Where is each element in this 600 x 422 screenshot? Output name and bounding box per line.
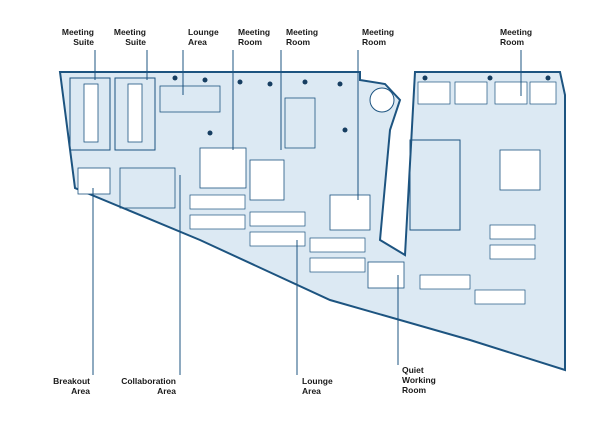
lounge-seating-top [159,85,221,113]
breakout-room [77,167,111,195]
meeting-suite-room-1 [69,77,111,151]
meeting-room-a [199,147,247,189]
quiet-working-room [367,261,405,289]
meeting-room-b [329,194,371,231]
core-east [409,139,461,231]
desk-rows-west [189,194,366,273]
leader-lines [92,50,522,375]
collaboration-room [119,167,176,209]
meeting-suite-room-2 [114,77,156,151]
meeting-table-2 [127,83,143,143]
structural-columns [172,75,551,136]
meeting-table-1 [83,83,99,143]
stair-core [284,97,316,149]
meeting-room-a2 [249,159,285,201]
meeting-room-east [499,149,541,191]
desk-rows-east-top [417,81,557,105]
desk-rows-east-bottom [419,224,536,305]
round-element [369,87,395,113]
